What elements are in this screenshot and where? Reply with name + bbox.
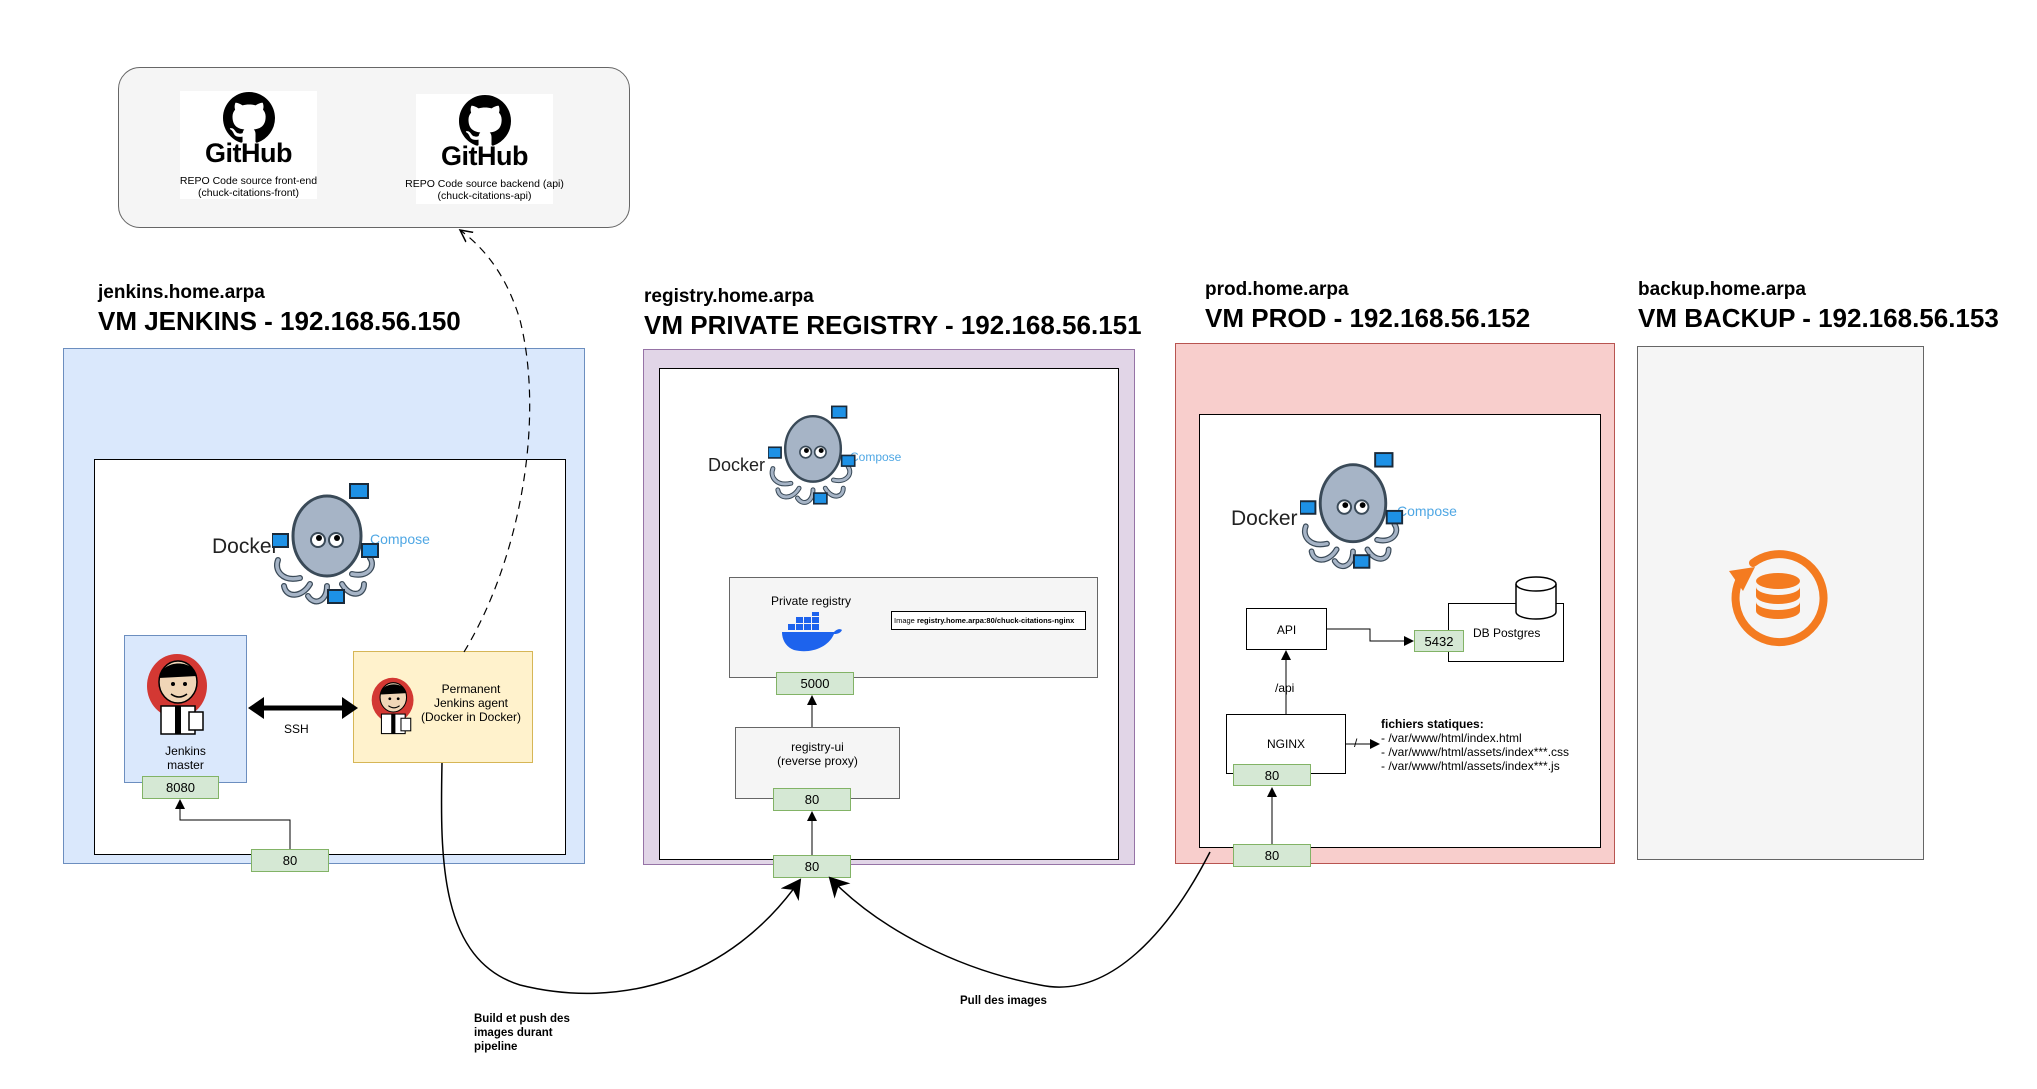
docker-logo-text: Docker	[1231, 507, 1298, 530]
static-files-title: fichiers statiques:	[1381, 717, 1484, 731]
registry-image-tag: Image registry.home.arpa:80/chuck-citati…	[891, 611, 1086, 630]
backup-database-icon	[1729, 550, 1828, 647]
github-icon	[459, 95, 511, 146]
compose-logo-text: Compose	[1397, 503, 1457, 519]
ssh-label: SSH	[284, 722, 309, 736]
db-port: 5432	[1414, 630, 1464, 652]
registry-ui-port: 80	[773, 788, 851, 811]
jenkins-agent-line2: Jenkins agent	[433, 696, 509, 710]
static-file-item: - /var/www/html/assets/index***.js	[1381, 759, 1560, 773]
github-icon	[223, 92, 275, 143]
prod-vm-port: 80	[1233, 844, 1311, 867]
db-label: DB Postgres	[1473, 626, 1541, 640]
nginx-port: 80	[1233, 764, 1311, 786]
api-path-label: /api	[1275, 681, 1295, 695]
github-logo-text: GitHub	[205, 138, 292, 168]
prod-vm-title: VM PROD - 192.168.56.152	[1205, 303, 1531, 333]
docker-compose-octopus-icon	[272, 483, 379, 605]
jenkins-vm-title: VM JENKINS - 192.168.56.150	[98, 306, 461, 336]
jenkins-vm-port: 80	[251, 849, 329, 872]
repo-front-line1: REPO Code source front-end	[179, 175, 318, 187]
nginx-label: NGINX	[1266, 737, 1305, 751]
docker-compose-octopus-icon	[768, 405, 856, 505]
registry-vm-title: VM PRIVATE REGISTRY - 192.168.56.151	[644, 310, 1142, 340]
repo-back-line2: (chuck-citations-api)	[437, 190, 532, 202]
jenkins-master-line2: master	[167, 758, 204, 772]
jenkins-butler-icon	[371, 677, 414, 735]
registry-hostname: registry.home.arpa	[644, 286, 814, 307]
root-path-label: /	[1354, 736, 1358, 750]
pull-images-arrow	[828, 851, 1211, 988]
registry-vm-port: 80	[773, 855, 851, 878]
repo-back-line1: REPO Code source backend (api)	[405, 178, 564, 190]
build-push-line3: pipeline	[474, 1041, 518, 1053]
static-file-item: - /var/www/html/assets/index***.css	[1381, 745, 1570, 759]
jenkins-master-line1: Jenkins	[165, 744, 206, 758]
compose-logo-text: Compose	[370, 531, 430, 547]
github-back-card: GitHub REPO Code source backend (api) (c…	[405, 94, 564, 204]
jenkins-butler-icon	[147, 654, 207, 735]
static-file-item: - /var/www/html/index.html	[1381, 731, 1522, 745]
docker-compose-octopus-icon	[1300, 452, 1404, 570]
github-logo-text: GitHub	[441, 141, 528, 171]
pull-images-label: Pull des images	[960, 995, 1047, 1007]
db-box	[1448, 603, 1564, 662]
prod-hostname: prod.home.arpa	[1205, 279, 1349, 300]
compose-logo-text: Compose	[850, 450, 902, 464]
registry-port-5000: 5000	[776, 672, 854, 695]
docker-whale-icon	[782, 612, 842, 652]
api-label: API	[1276, 623, 1297, 637]
registry-ui-line2: (reverse proxy)	[777, 754, 858, 768]
api-box	[1246, 608, 1327, 650]
build-push-line1: Build et push des	[474, 1013, 570, 1025]
docker-logo-text: Docker	[708, 455, 766, 475]
image-prefix: Image	[894, 616, 917, 625]
github-front-card: GitHub REPO Code source front-end (chuck…	[180, 91, 317, 199]
backup-hostname: backup.home.arpa	[1638, 279, 1806, 300]
registry-ui-line1: registry-ui	[791, 740, 844, 754]
jenkins-master-port: 8080	[142, 776, 219, 799]
database-icon	[1515, 576, 1557, 620]
docker-logo-text: Docker	[212, 535, 279, 558]
jenkins-agent-line1: Permanent	[441, 682, 501, 696]
repo-front-line2: (chuck-citations-front)	[198, 187, 299, 199]
build-push-line2: images durant	[474, 1027, 553, 1039]
private-registry-label: Private registry	[771, 594, 852, 608]
jenkins-hostname: jenkins.home.arpa	[98, 282, 265, 303]
backup-vm-title: VM BACKUP - 192.168.56.153	[1638, 303, 1999, 333]
image-name: registry.home.arpa:80/chuck-citations-ng…	[916, 616, 1075, 625]
jenkins-agent-line3: (Docker in Docker)	[420, 710, 522, 724]
